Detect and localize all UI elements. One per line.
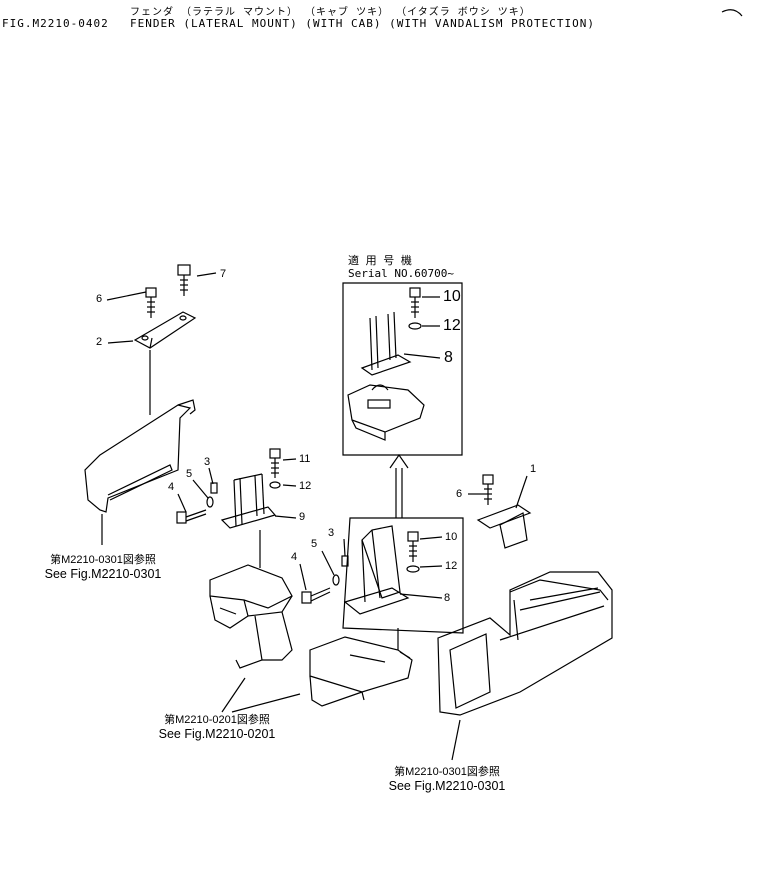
frame-detail-upper (347, 384, 425, 441)
callout-5-left: 5 (186, 468, 193, 480)
bolt-part-4-right (301, 587, 331, 604)
reference-right: 第M2210-0301図参照 See Fig.M2210-0301 (372, 765, 522, 793)
callout-11: 11 (299, 453, 311, 465)
bolt-part-10-upper (409, 287, 421, 318)
figure-id: FIG.M2210-0402 (2, 17, 109, 30)
japanese-title: フェンダ （ラテラル マウント） （キャブ ツキ） （イタズラ ボウシ ツキ） (130, 7, 531, 18)
callout-3-left: 3 (204, 456, 211, 468)
corner-mark (721, 9, 743, 17)
callout-8-lower: 8 (444, 592, 451, 604)
bolt-part-11 (269, 448, 281, 478)
pedestal-bracket-part-8-lower (343, 525, 410, 615)
callout-10-upper: 10 (443, 288, 461, 305)
callout-10-lower: 10 (445, 531, 458, 543)
callout-6-left: 6 (96, 293, 103, 305)
detail-box-lower (342, 517, 464, 634)
washer-part-5-right (332, 574, 340, 586)
washer-part-5-left (206, 496, 214, 508)
left-bolt-part-6 (145, 287, 157, 318)
callout-2: 2 (96, 336, 103, 348)
right-bracket-part-1 (476, 504, 532, 549)
detail-box-serial (342, 282, 463, 456)
left-fender-panel (84, 399, 196, 513)
callout-12-lower: 12 (445, 560, 458, 572)
reference-right-jp: 第M2210-0301図参照 (394, 766, 500, 778)
callout-3-right: 3 (328, 527, 335, 539)
right-fender-panel (437, 571, 613, 716)
bracket-part-9 (220, 473, 277, 529)
bracket-part-8-upper (360, 311, 412, 376)
arrow-up-icon (389, 453, 409, 518)
callout-4-left: 4 (168, 481, 175, 493)
left-frame-bracket (209, 564, 293, 669)
callout-1: 1 (530, 463, 537, 475)
callout-12-upper: 12 (443, 317, 461, 334)
serial-number-label: Serial NO.60700~ (348, 267, 454, 280)
reference-left-en: See Fig.M2210-0301 (44, 567, 162, 581)
reference-center: 第M2210-0201図参照 See Fig.M2210-0201 (142, 713, 292, 741)
leader-lines (101, 272, 528, 761)
washer-part-12-left (269, 481, 281, 489)
reference-left-jp: 第M2210-0301図参照 (50, 554, 156, 566)
left-bracket-part-2 (133, 311, 197, 349)
reference-center-jp: 第M2210-0201図参照 (164, 714, 270, 726)
callout-4-right: 4 (291, 551, 298, 563)
washer-part-12-upper (408, 322, 422, 330)
callout-8-upper: 8 (444, 349, 453, 366)
washer-part-12-lower (406, 565, 420, 573)
callout-9: 9 (299, 511, 306, 523)
reference-center-en: See Fig.M2210-0201 (158, 727, 276, 741)
reference-left: 第M2210-0301図参照 See Fig.M2210-0301 (28, 553, 178, 581)
figure-title: FENDER (LATERAL MOUNT) (WITH CAB) (WITH … (130, 17, 595, 30)
reference-right-en: See Fig.M2210-0301 (388, 779, 506, 793)
callout-6-right: 6 (456, 488, 463, 500)
callout-7: 7 (220, 268, 227, 280)
callout-5-right: 5 (311, 538, 318, 550)
clip-part-3-left (210, 482, 218, 494)
callout-12-left: 12 (299, 480, 312, 492)
center-frame-bracket (309, 636, 413, 707)
right-bolt-part-6 (482, 474, 494, 505)
bolt-part-10-lower (407, 531, 419, 562)
bolt-part-4-left (176, 509, 207, 524)
left-bolt-part-7 (177, 264, 191, 296)
serial-jp-label: 適 用 号 機 (348, 254, 412, 267)
